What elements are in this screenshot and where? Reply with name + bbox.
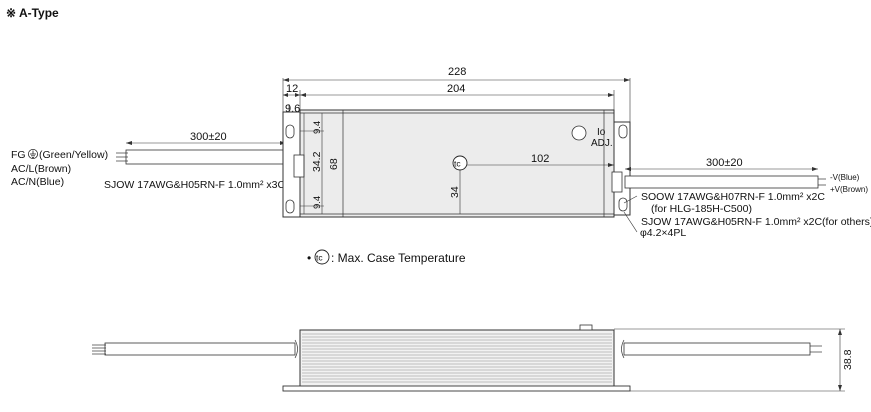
right-cable: 300±20 -V(Blue) +V(Brown) SOOW 17AWG&H07… <box>623 157 871 239</box>
left-cable-length: 300±20 <box>190 131 227 143</box>
svg-text:38.8: 38.8 <box>842 349 854 370</box>
fg-color-label: (Green/Yellow) <box>39 149 108 161</box>
svg-text:tc: tc <box>316 253 323 263</box>
svg-text:34.2: 34.2 <box>311 151 323 172</box>
right-cable-spec2: (for HLG-185H-C500) <box>651 203 752 215</box>
svg-text:228: 228 <box>448 66 466 78</box>
legend-text: : Max. Case Temperature <box>331 251 466 265</box>
svg-text:ADJ.: ADJ. <box>591 138 613 149</box>
dimension-228: 228 <box>282 66 631 122</box>
io-adj-pot <box>571 125 587 141</box>
svg-text:tc: tc <box>454 159 461 169</box>
acl-label: AC/L(Brown) <box>11 163 71 175</box>
vneg-label: -V(Blue) <box>830 173 860 182</box>
left-cable: 300±20 FG (Green/Yellow) AC/L(Brown) AC/… <box>11 131 287 191</box>
vpos-label: +V(Brown) <box>830 185 868 194</box>
svg-text:9.4: 9.4 <box>312 121 323 134</box>
svg-text:204: 204 <box>447 83 465 95</box>
right-cable-spec3: SJOW 17AWG&H05RN-F 1.0mm² x2C(for others… <box>641 216 871 228</box>
right-cable-length: 300±20 <box>706 157 743 169</box>
left-cable-spec: SJOW 17AWG&H05RN-F 1.0mm² x3C <box>104 179 285 191</box>
svg-text:Io: Io <box>597 127 606 138</box>
section-title: ※ A-Type <box>6 6 59 20</box>
svg-text:68: 68 <box>328 158 340 170</box>
dimension-12-204: 12 204 <box>283 83 615 112</box>
side-view: 38.8 <box>92 324 854 392</box>
svg-text:•: • <box>307 251 311 265</box>
svg-text:34: 34 <box>449 186 461 198</box>
tc-legend: • tc : Max. Case Temperature <box>307 249 466 265</box>
cooling-fins <box>302 333 612 383</box>
ground-icon <box>27 148 38 159</box>
case-side-view <box>299 329 615 389</box>
svg-text:12: 12 <box>286 83 298 95</box>
tc-point: tc <box>452 155 468 171</box>
fg-label: FG <box>11 149 26 161</box>
svg-text:9.4: 9.4 <box>312 196 323 209</box>
top-view: 228 12 204 9.6 300±20 FG <box>11 66 871 239</box>
acn-label: AC/N(Blue) <box>11 176 64 188</box>
mounting-holes-label: φ4.2×4PL <box>640 227 686 239</box>
case-top-view: Io ADJ. tc 102 34 9.4 34.2 9.4 68 <box>282 109 631 218</box>
svg-text:102: 102 <box>531 153 549 165</box>
svg-text:FG: FG <box>11 149 26 161</box>
right-cable-spec1: SOOW 17AWG&H07RN-F 1.0mm² x2C <box>641 191 825 203</box>
